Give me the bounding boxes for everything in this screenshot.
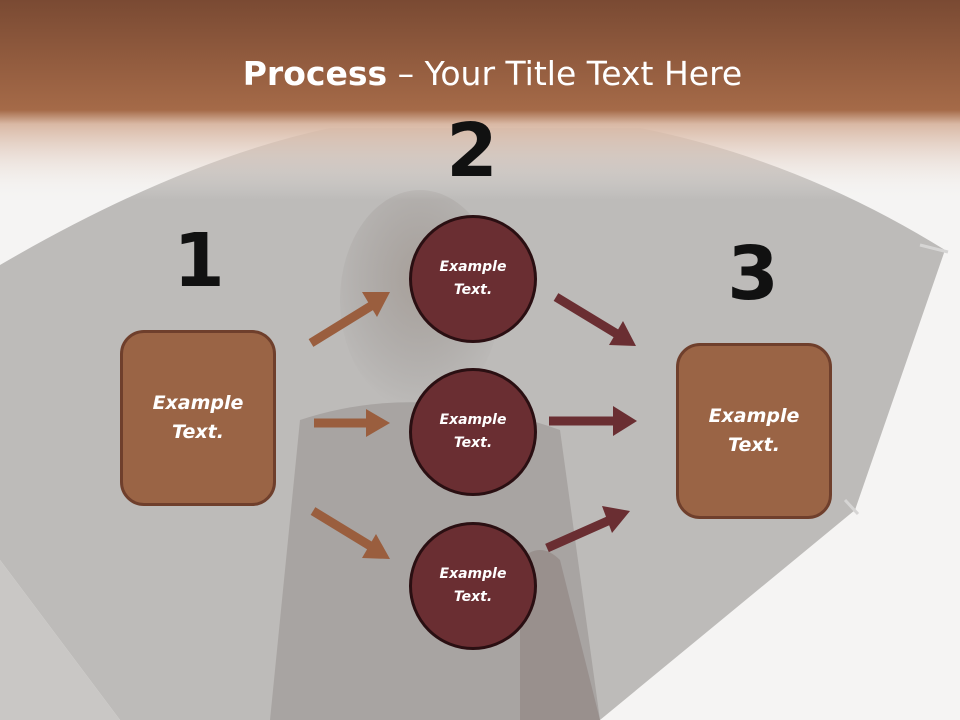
circle-label: Example Text. — [439, 259, 507, 298]
circle-label: Example Text. — [439, 566, 507, 605]
title-rest: – Your Title Text Here — [387, 54, 743, 93]
step-number-1: 1 — [173, 218, 225, 304]
step-3-label: Example Text. — [708, 405, 800, 456]
step-number-2: 2 — [446, 108, 498, 194]
arrow-left-top — [308, 292, 390, 347]
circle-label: Example Text. — [439, 412, 507, 451]
arrow-right-middle — [549, 406, 637, 436]
arrow-left-middle — [314, 409, 390, 437]
step-number-3: 3 — [727, 231, 779, 317]
step-1-box: Example Text. — [120, 330, 276, 506]
step-2-circle-middle: Example Text. — [409, 368, 537, 496]
step-2-circle-bottom: Example Text. — [409, 522, 537, 650]
slide-title: Process – Your Title Text Here — [0, 52, 960, 96]
step-3-box: Example Text. — [676, 343, 832, 519]
step-2-circle-top: Example Text. — [409, 215, 537, 343]
arrow-right-top — [553, 293, 636, 346]
title-bold: Process — [242, 54, 388, 93]
step-1-label: Example Text. — [152, 392, 244, 443]
arrow-right-bottom — [545, 506, 630, 553]
arrow-left-bottom — [310, 507, 390, 559]
